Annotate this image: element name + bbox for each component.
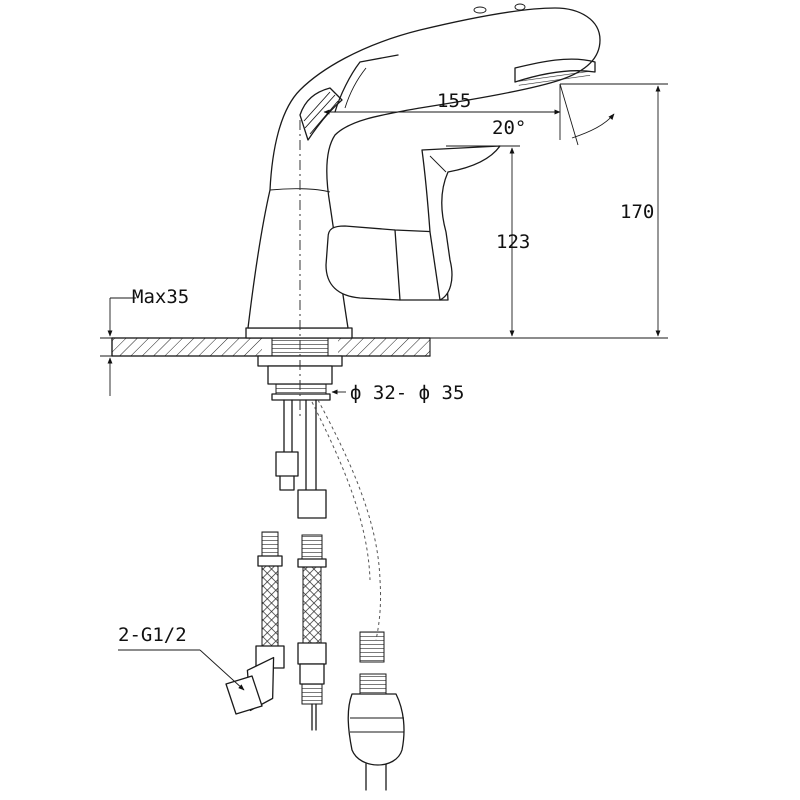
max-deck-thickness-label: Max35 (132, 286, 189, 308)
hose-weight (347, 631, 405, 791)
inlet-thread-label: 2-G1/2 (118, 624, 187, 646)
supply-hoses (275, 399, 381, 641)
faucet-body (245, 3, 601, 339)
countertop-deck (111, 337, 431, 357)
handle-height-label: 123 (496, 231, 530, 253)
hole-diameter-label: ф 32- ф 35 (350, 382, 464, 404)
braided-lines (225, 531, 327, 731)
dimension-annotations (100, 83, 668, 691)
spray-angle-label: 20° (492, 117, 526, 139)
total-height-label: 170 (620, 201, 654, 223)
spout-reach-label: 155 (437, 90, 471, 112)
